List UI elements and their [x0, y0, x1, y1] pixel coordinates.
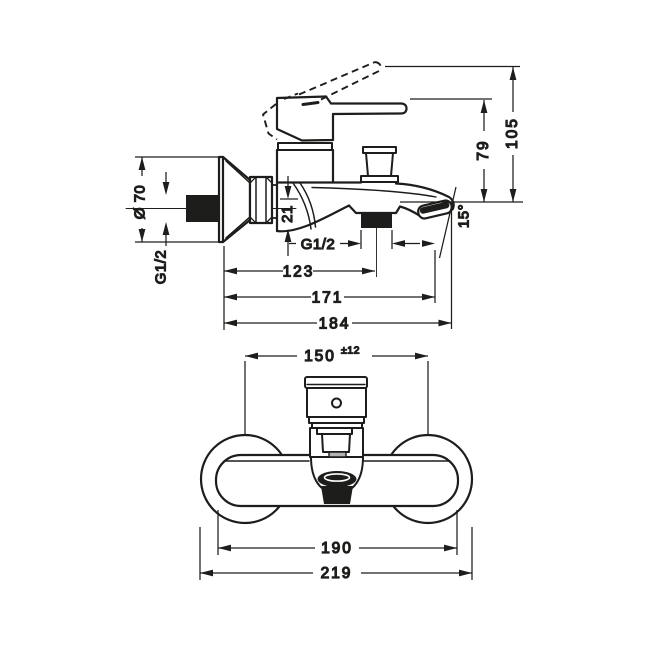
arrowheads-front [200, 352, 472, 577]
hex-union-nut [248, 175, 274, 225]
tub-outlet-front [321, 486, 353, 504]
diverter-body-front [321, 433, 351, 453]
dim-21: 21 [279, 205, 296, 223]
dim-190: 190 [321, 540, 353, 557]
dim-219: 219 [321, 565, 353, 582]
handle-base-ring [277, 142, 333, 151]
dim-123: 123 [283, 264, 315, 281]
dim-184: 184 [319, 316, 351, 333]
dim-diameter-70: Ø 70 [132, 185, 149, 220]
cap-top-band [304, 376, 368, 389]
side-view-dimensions: Ø 70 G1/2 21 G1/2 123 171 184 79 105 15° [131, 65, 523, 333]
lever-handle [275, 95, 408, 142]
diverter-knob-body [365, 152, 394, 177]
diverter-stem-front [328, 451, 347, 458]
dim-150-tolerance: ±12 [341, 345, 360, 357]
dim-79: 79 [475, 139, 492, 160]
cap-screw-hole [331, 397, 342, 409]
wall-nipple [186, 195, 219, 222]
dim-g12-left: G1/2 [153, 250, 170, 285]
dim-angle-15: 15° [456, 204, 473, 228]
spout-underside [275, 204, 351, 233]
side-view-faucet [125, 61, 455, 244]
body-column [275, 148, 335, 233]
tub-outlet-side [361, 213, 392, 228]
dim-g12-bottom: G1/2 [301, 236, 336, 253]
lever-handle-raised-dashed [262, 61, 383, 141]
dim-171: 171 [312, 290, 344, 307]
cap-body [306, 387, 367, 418]
dim-105: 105 [504, 117, 521, 149]
dim-150: 150 [304, 348, 336, 365]
diverter-knob-base [360, 175, 399, 183]
spout-tip [394, 182, 455, 211]
arrowheads-side [138, 67, 517, 327]
angle-15-tick [438, 186, 457, 259]
front-view-dimensions: 150 ±12 190 219 [199, 344, 473, 583]
front-view-faucet [199, 376, 474, 525]
